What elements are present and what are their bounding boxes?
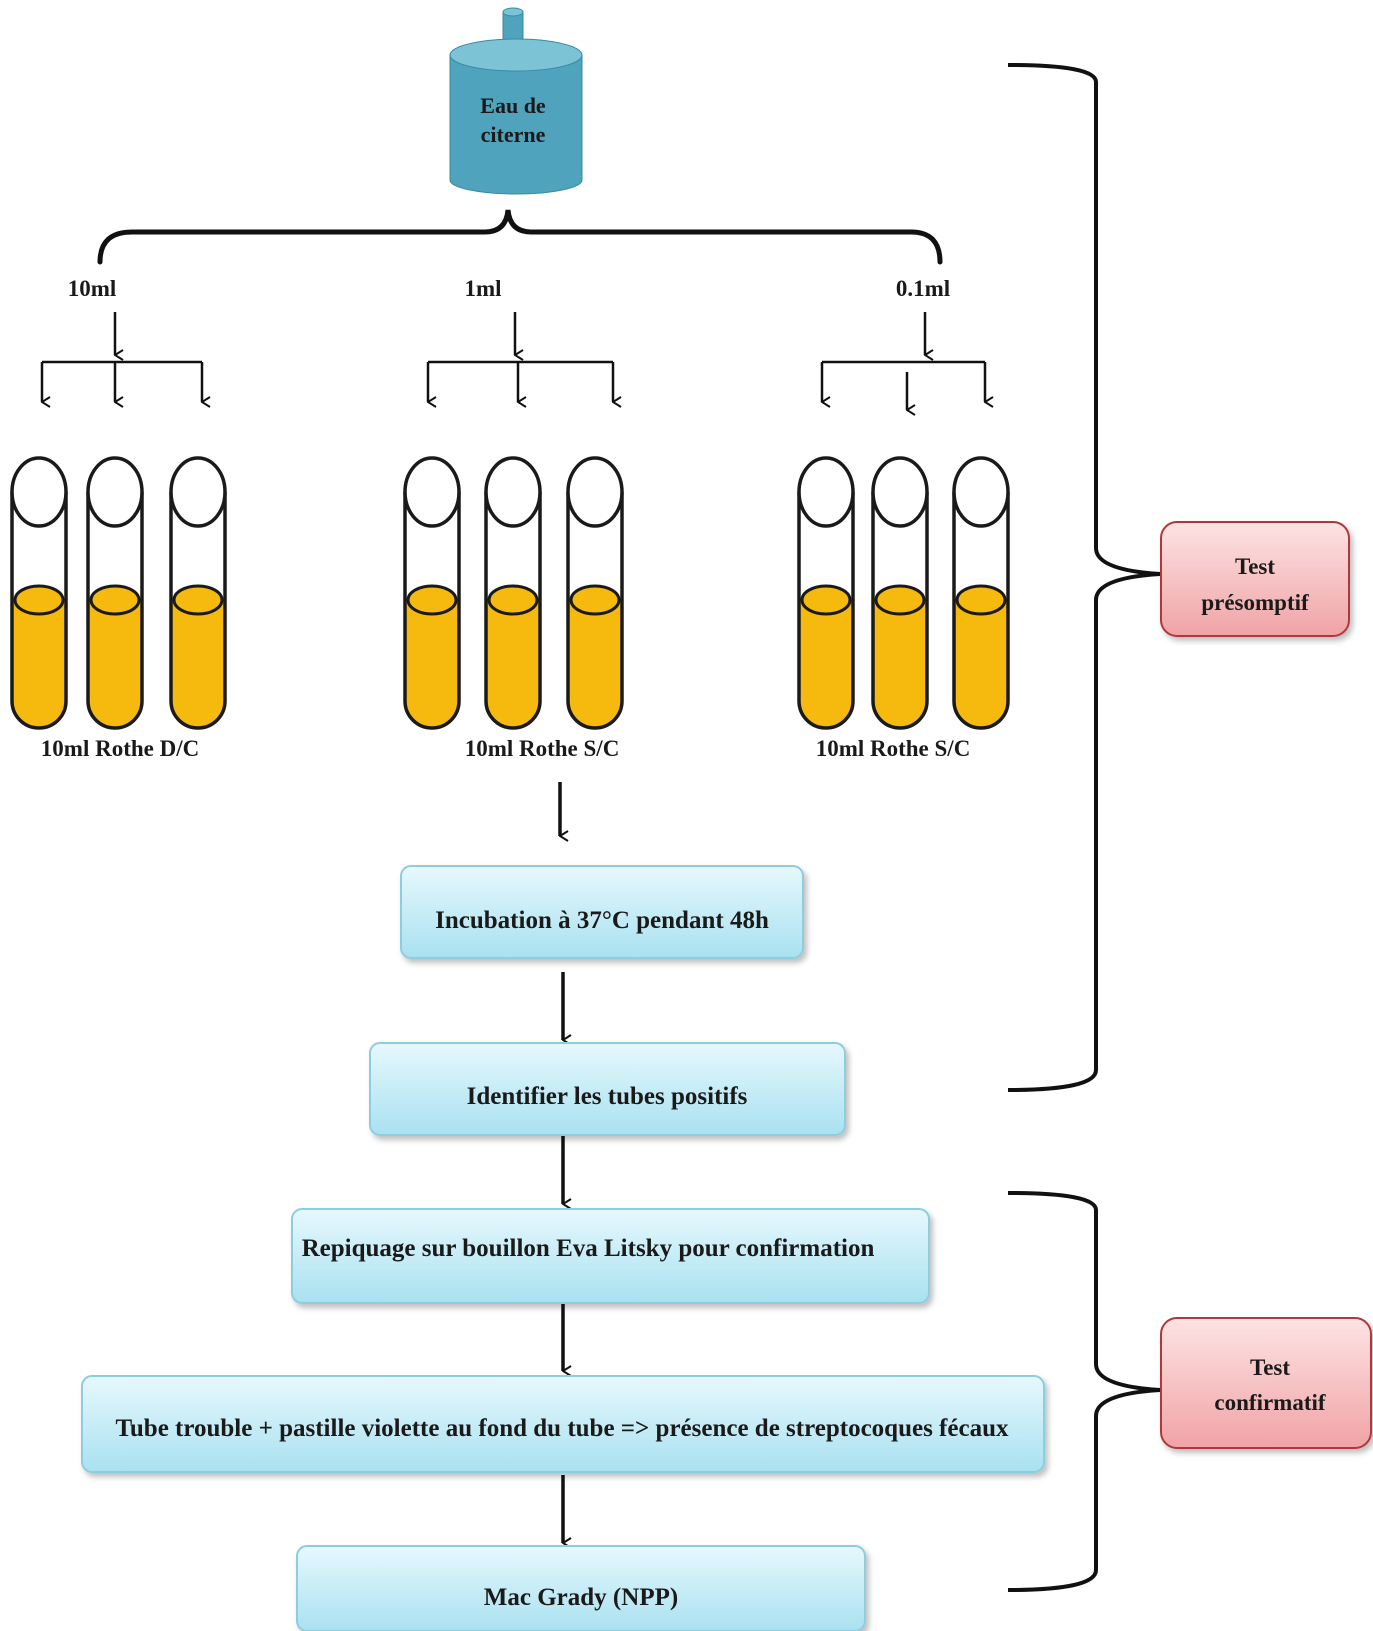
step-result-interpretation-text: Tube trouble + pastille violette au fond… — [116, 1415, 1009, 1442]
step-identify-positive: Identifier les tubes positifs — [369, 1042, 846, 1136]
step-identify-positive-text: Identifier les tubes positifs — [467, 1083, 748, 1110]
volume-label-10ml: 10ml — [68, 276, 117, 301]
step-incubation: Incubation à 37°C pendant 48h — [400, 865, 804, 959]
cistern-label-line1: Eau de — [480, 93, 546, 118]
culture-tube-3-2 — [871, 456, 929, 730]
step-subculture-text: Repiquage sur bouillon Eva Litsky pour c… — [302, 1235, 875, 1262]
culture-tube-1-3 — [169, 456, 227, 730]
culture-tube-2-2 — [484, 456, 542, 730]
step-incubation-text: Incubation à 37°C pendant 48h — [435, 907, 769, 934]
tube-group-label-3: 10ml Rothe S/C — [816, 736, 971, 761]
confirmative-brace — [1007, 1191, 1161, 1592]
culture-tube-3-1 — [797, 456, 855, 730]
culture-tube-1-1 — [10, 456, 68, 730]
distribution-arrows-group-2 — [426, 312, 613, 402]
distribution-arrows-group-1 — [40, 312, 202, 402]
phase-presumptive-line1: Test — [1235, 554, 1275, 579]
tube-group-label-1: 10ml Rothe D/C — [41, 736, 199, 761]
presumptive-brace — [1007, 63, 1161, 1092]
phase-presumptive: Test présomptif — [1160, 521, 1350, 637]
volume-label-1ml: 1ml — [464, 276, 501, 301]
step-subculture: Repiquage sur bouillon Eva Litsky pour c… — [291, 1208, 930, 1304]
split-brace — [97, 209, 943, 265]
cistern-icon: Eau de citerne — [449, 7, 583, 195]
phase-confirmative: Test confirmatif — [1160, 1317, 1372, 1449]
step-mac-grady: Mac Grady (NPP) — [296, 1545, 866, 1631]
culture-tube-3-3 — [952, 456, 1010, 730]
culture-tube-1-2 — [86, 456, 144, 730]
distribution-arrows-group-3 — [820, 312, 985, 410]
phase-confirmative-line2: confirmatif — [1214, 1390, 1325, 1415]
phase-confirmative-line1: Test — [1250, 1355, 1290, 1380]
step-result-interpretation: Tube trouble + pastille violette au fond… — [81, 1375, 1045, 1473]
culture-tube-2-3 — [566, 456, 624, 730]
step-mac-grady-text: Mac Grady (NPP) — [484, 1584, 678, 1611]
volume-label-0-1ml: 0.1ml — [896, 276, 950, 301]
culture-tube-2-1 — [403, 456, 461, 730]
tube-group-label-2: 10ml Rothe S/C — [465, 736, 620, 761]
flow-arrows — [558, 782, 563, 1543]
cistern-label-line2: citerne — [481, 122, 546, 147]
culture-tubes — [10, 456, 1010, 730]
phase-presumptive-line2: présomptif — [1201, 590, 1309, 615]
